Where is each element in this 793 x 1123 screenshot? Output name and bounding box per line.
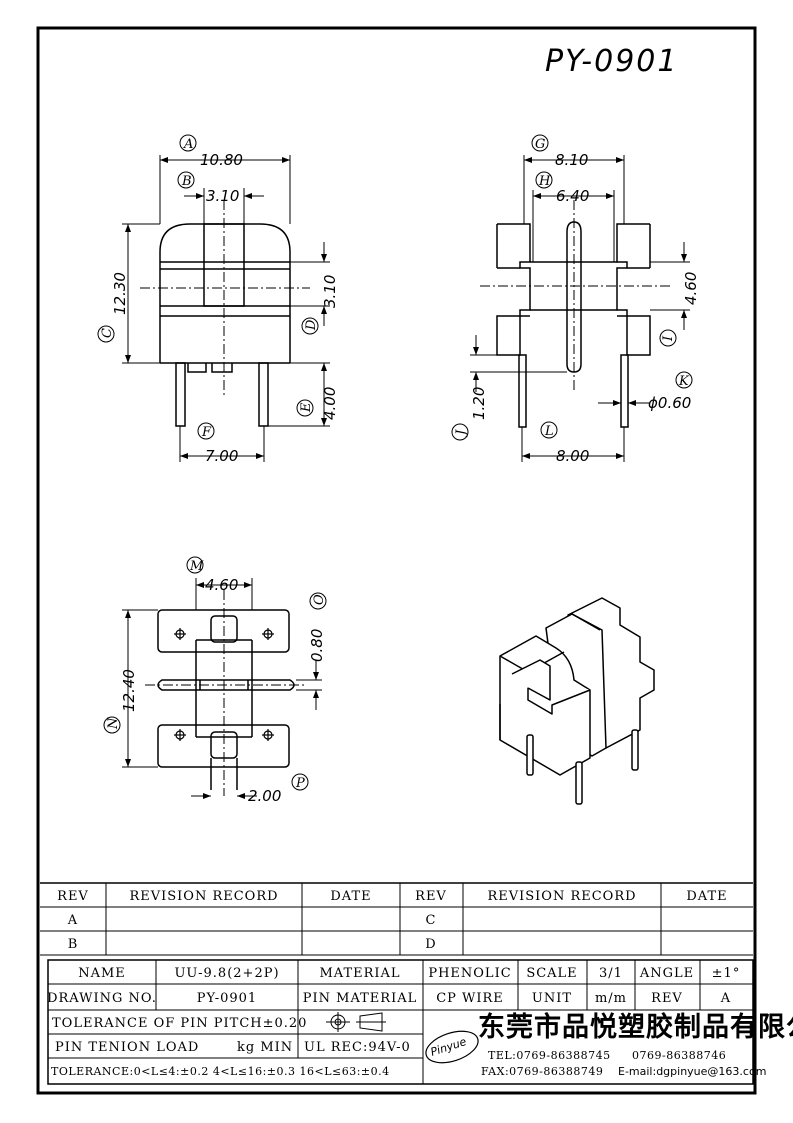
dim-b-value: 3.10 xyxy=(206,187,239,205)
dimension-labels: A 10.80 B 3.10 C 12.30 D 3.10 E 4.00 F 7… xyxy=(97,134,700,805)
scale-value: 3/1 xyxy=(599,966,623,981)
angle-label: ANGLE xyxy=(639,966,694,981)
dim-c-letter: C xyxy=(100,328,115,338)
dim-j-letter: J xyxy=(454,429,469,438)
dim-i-letter: I xyxy=(661,335,676,342)
isometric-view xyxy=(499,597,655,805)
revision-table-text: REV REVISION RECORD DATE REV REVISION RE… xyxy=(57,889,727,952)
drawing-no-label: DRAWING NO. xyxy=(47,991,157,1006)
company-tel: TEL:0769-86388745 xyxy=(488,1049,611,1062)
side-view-centerlines xyxy=(480,200,672,392)
title-block xyxy=(47,959,754,1085)
logo-text: Pinyue xyxy=(429,1035,468,1059)
dim-m-letter: M xyxy=(189,559,204,574)
rev-row-c: C xyxy=(426,913,437,928)
dim-l-letter: L xyxy=(544,424,554,439)
rev-header-2: REV xyxy=(415,889,447,904)
angle-value: ±1° xyxy=(712,966,741,981)
dim-n-letter: N xyxy=(106,717,121,730)
dim-o-letter: O xyxy=(312,594,327,605)
dim-l-value: 8.00 xyxy=(556,447,589,465)
dim-d-value: 3.10 xyxy=(321,275,339,308)
material-value: PHENOLIC xyxy=(428,966,511,981)
tolerance-line: TOLERANCE:0<L≤4:±0.2 4<L≤16:±0.3 16<L≤63… xyxy=(51,1065,390,1078)
unit-label: UNIT xyxy=(532,991,572,1006)
scale-label: SCALE xyxy=(526,966,577,981)
dimension-lines xyxy=(122,155,690,799)
dim-n-value: 12.40 xyxy=(120,669,138,712)
front-view-centerlines xyxy=(140,200,310,396)
rev-row-b: B xyxy=(68,937,79,952)
pin-tension-unit: kg MIN xyxy=(237,1040,293,1055)
company-fax: FAX:0769-86388749 xyxy=(481,1065,603,1078)
material-label: MATERIAL xyxy=(319,966,400,981)
drawing-number: PY-0901 xyxy=(545,44,678,79)
pin-material-value: CP WIRE xyxy=(436,991,504,1006)
company-tel-2: 0769-86388746 xyxy=(632,1049,726,1062)
dim-h-letter: H xyxy=(538,174,551,189)
dim-b-letter: B xyxy=(181,174,192,189)
dim-e-letter: E xyxy=(299,402,314,413)
pin-pitch-tolerance: TOLERANCE OF PIN PITCH±0.20 xyxy=(52,1016,307,1031)
dim-a-value: 10.80 xyxy=(200,151,243,169)
dim-h-value: 6.40 xyxy=(556,187,589,205)
dim-f-value: 7.00 xyxy=(205,447,238,465)
company-logo: Pinyue xyxy=(425,1030,479,1064)
revision-record-header-2: REVISION RECORD xyxy=(487,889,636,904)
name-value: UU-9.8(2+2P) xyxy=(174,966,279,981)
name-label: NAME xyxy=(78,966,126,981)
rev-row-d: D xyxy=(425,937,436,952)
drawing-no-value: PY-0901 xyxy=(197,991,257,1006)
dim-o-value: 0.80 xyxy=(308,629,326,662)
dim-m-value: 4.60 xyxy=(205,576,238,594)
rev-label: REV xyxy=(651,991,683,1006)
dim-k-value: ϕ0.60 xyxy=(648,394,691,412)
title-block-text: NAME UU-9.8(2+2P) MATERIAL PHENOLIC SCAL… xyxy=(47,966,793,1078)
dim-g-letter: G xyxy=(535,137,545,152)
date-header-2: DATE xyxy=(686,889,727,904)
pin-material-label: PIN MATERIAL xyxy=(303,991,417,1006)
dim-e-value: 4.00 xyxy=(321,387,339,420)
bottom-view-hole-marks xyxy=(174,628,274,741)
company-email: E-mail:dgpinyue@163.com xyxy=(618,1065,766,1078)
dim-k-letter: K xyxy=(678,374,690,389)
outer-border xyxy=(36,26,757,1095)
revision-record-header-1: REVISION RECORD xyxy=(129,889,278,904)
rev-value: A xyxy=(720,991,731,1006)
dim-i-value: 4.60 xyxy=(682,272,700,305)
company-name: 东莞市品悦塑胶制品有限公司 xyxy=(478,1011,793,1043)
date-header-1: DATE xyxy=(330,889,371,904)
dim-a-letter: A xyxy=(183,137,193,152)
rev-header-1: REV xyxy=(57,889,89,904)
side-view xyxy=(496,221,651,428)
unit-value: m/m xyxy=(595,991,627,1006)
dim-j-value: 1.20 xyxy=(470,387,488,420)
rev-row-a: A xyxy=(67,913,78,928)
dim-d-letter: D xyxy=(304,319,319,331)
dim-f-letter: F xyxy=(201,425,212,440)
dim-c-value: 12.30 xyxy=(111,272,129,315)
dim-p-value: 2.00 xyxy=(248,787,281,805)
front-view xyxy=(159,223,291,427)
dim-g-value: 8.10 xyxy=(555,151,588,169)
revision-table xyxy=(40,882,753,956)
bottom-view-centerlines xyxy=(145,590,305,796)
pin-tension-label: PIN TENION LOAD xyxy=(55,1040,199,1055)
projection-symbol xyxy=(326,1012,386,1032)
dim-p-letter: P xyxy=(295,776,305,791)
ul-rec: UL REC:94V-0 xyxy=(304,1040,411,1055)
